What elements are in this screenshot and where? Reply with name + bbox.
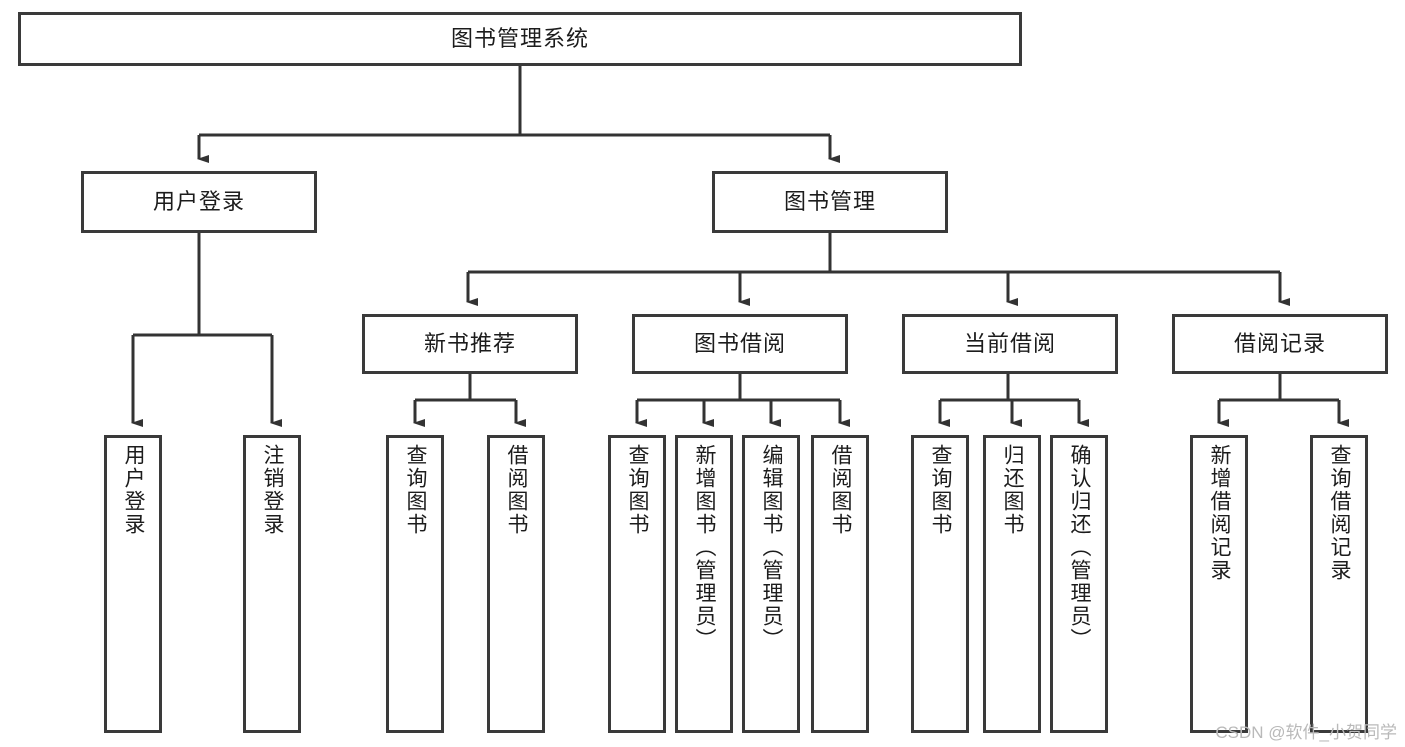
node-borrow-record-label: 借阅记录 [1233, 331, 1326, 357]
node-leaf-add-book-label: 新增图书（管理员） [693, 444, 717, 651]
node-current-borrow-label: 当前借阅 [963, 331, 1056, 357]
node-book-borrow-label: 图书借阅 [693, 331, 786, 357]
node-leaf-user-login[interactable]: 用户登录 [104, 435, 162, 733]
node-leaf-confirm-return-label: 确认归还（管理员） [1068, 444, 1092, 651]
node-current-borrow[interactable]: 当前借阅 [902, 314, 1118, 374]
node-leaf-user-logout-label: 注销登录 [261, 444, 285, 536]
node-leaf-edit-book[interactable]: 编辑图书（管理员） [742, 435, 800, 733]
node-root-label: 图书管理系统 [450, 26, 589, 52]
node-book-manage[interactable]: 图书管理 [712, 171, 948, 233]
node-leaf-borrow-book-2-label: 借阅图书 [829, 444, 853, 536]
node-user-login[interactable]: 用户登录 [81, 171, 317, 233]
node-leaf-query-book-3-label: 查询图书 [929, 444, 953, 536]
node-leaf-add-record-label: 新增借阅记录 [1208, 444, 1232, 582]
node-leaf-user-logout[interactable]: 注销登录 [243, 435, 301, 733]
node-leaf-edit-book-label: 编辑图书（管理员） [760, 444, 784, 651]
node-leaf-user-login-label: 用户登录 [122, 444, 146, 536]
node-leaf-query-record[interactable]: 查询借阅记录 [1310, 435, 1368, 733]
watermark: CSDN @软件_小贺同学 [1215, 723, 1397, 742]
node-leaf-query-book-2-label: 查询图书 [626, 444, 650, 536]
node-leaf-borrow-book-1[interactable]: 借阅图书 [487, 435, 545, 733]
node-leaf-borrow-book-1-label: 借阅图书 [505, 444, 529, 536]
node-leaf-borrow-book-2[interactable]: 借阅图书 [811, 435, 869, 733]
node-book-borrow[interactable]: 图书借阅 [632, 314, 848, 374]
node-leaf-query-book-1[interactable]: 查询图书 [386, 435, 444, 733]
node-leaf-query-book-2[interactable]: 查询图书 [608, 435, 666, 733]
node-leaf-confirm-return[interactable]: 确认归还（管理员） [1050, 435, 1108, 733]
node-leaf-add-record[interactable]: 新增借阅记录 [1190, 435, 1248, 733]
node-new-book-rec-label: 新书推荐 [423, 331, 516, 357]
node-leaf-query-book-1-label: 查询图书 [404, 444, 428, 536]
node-leaf-query-record-label: 查询借阅记录 [1328, 444, 1352, 582]
node-leaf-query-book-3[interactable]: 查询图书 [911, 435, 969, 733]
node-book-manage-label: 图书管理 [783, 189, 876, 215]
node-borrow-record[interactable]: 借阅记录 [1172, 314, 1388, 374]
node-leaf-return-book[interactable]: 归还图书 [983, 435, 1041, 733]
node-leaf-add-book[interactable]: 新增图书（管理员） [675, 435, 733, 733]
node-new-book-rec[interactable]: 新书推荐 [362, 314, 578, 374]
node-root[interactable]: 图书管理系统 [18, 12, 1022, 66]
node-user-login-label: 用户登录 [152, 189, 245, 215]
node-leaf-return-book-label: 归还图书 [1001, 444, 1025, 536]
